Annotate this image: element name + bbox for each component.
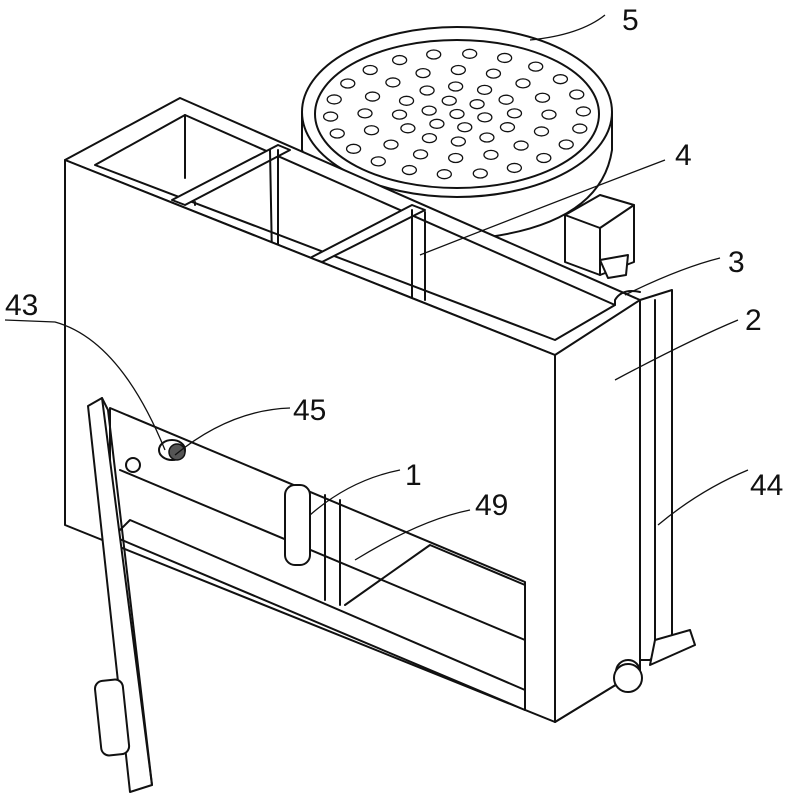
sieve-hole — [362, 64, 378, 76]
sieve-hole — [513, 140, 529, 151]
sieve-hole — [421, 105, 437, 116]
sieve-hole — [391, 54, 408, 66]
sieve-hole — [421, 132, 438, 144]
label-49: 49 — [475, 489, 508, 522]
sieve-hole — [441, 95, 457, 106]
sieve-hole — [415, 67, 431, 79]
sieve-hole — [575, 106, 592, 117]
sieve-hole — [329, 128, 345, 139]
sieve-hole — [472, 168, 488, 179]
sieve-hole — [528, 61, 544, 72]
sieve-hole — [401, 164, 418, 176]
sieve-hole — [429, 118, 445, 129]
side-door — [87, 397, 153, 793]
sieve-hole — [569, 89, 585, 100]
sieve-hole — [558, 139, 574, 150]
main-box — [64, 97, 641, 723]
leader-lines — [4, 14, 749, 561]
sieve-hole — [340, 78, 356, 89]
sieve-hole — [496, 52, 513, 64]
sieve-hole — [552, 74, 569, 85]
sieve-hole — [469, 99, 485, 110]
sieve-hole — [326, 94, 342, 105]
sieve-hole — [419, 85, 435, 96]
label-44: 44 — [750, 469, 783, 502]
sieve-hole — [533, 126, 550, 137]
sieve-hole — [485, 68, 502, 79]
sieve-hole — [450, 136, 467, 147]
label-43: 43 — [5, 289, 38, 322]
sieve-hole — [477, 112, 493, 123]
label-3: 3 — [728, 246, 745, 279]
sieve-hole — [541, 109, 557, 120]
sieve-hole — [383, 139, 399, 150]
sieve-hole — [483, 149, 499, 161]
sieve-hole — [476, 84, 493, 96]
label-1: 1 — [405, 459, 422, 492]
sieve-hole — [457, 122, 473, 133]
sieve-hole — [499, 122, 516, 133]
sieve-hole — [449, 108, 465, 120]
sieve-hole — [436, 169, 452, 180]
sieve-hole — [391, 109, 408, 120]
sieve-hole — [426, 49, 442, 60]
label-5: 5 — [622, 4, 639, 37]
sieve-hole — [447, 81, 464, 92]
sieve-hole — [385, 77, 401, 88]
sieve-hole — [345, 143, 362, 154]
motor-box — [564, 194, 635, 279]
sieve-hole — [364, 91, 381, 102]
sieve-hole — [462, 48, 478, 59]
sieve-hole — [412, 149, 429, 160]
sieve-hole — [370, 156, 386, 167]
sieve-hole — [357, 108, 373, 119]
sieve-hole — [534, 92, 551, 103]
sieve-holes — [322, 48, 592, 180]
label-4: 4 — [675, 139, 692, 172]
sieve-hole — [498, 94, 514, 105]
sieve-hole — [448, 152, 464, 164]
sieve-hole — [479, 132, 495, 143]
sieve-hole — [363, 125, 380, 136]
sieve-hole — [572, 123, 588, 134]
side-rail — [613, 289, 696, 693]
sieve-hole — [400, 123, 416, 134]
sieve-hole — [515, 78, 531, 89]
sieve-hole — [398, 95, 415, 106]
sieve-hole — [506, 108, 523, 119]
sieve-hole — [450, 64, 466, 76]
sieve-hole — [506, 162, 523, 174]
sieve-hole — [536, 152, 552, 164]
sieve-hole — [322, 111, 339, 122]
label-45: 45 — [293, 394, 326, 427]
label-2: 2 — [745, 304, 762, 337]
